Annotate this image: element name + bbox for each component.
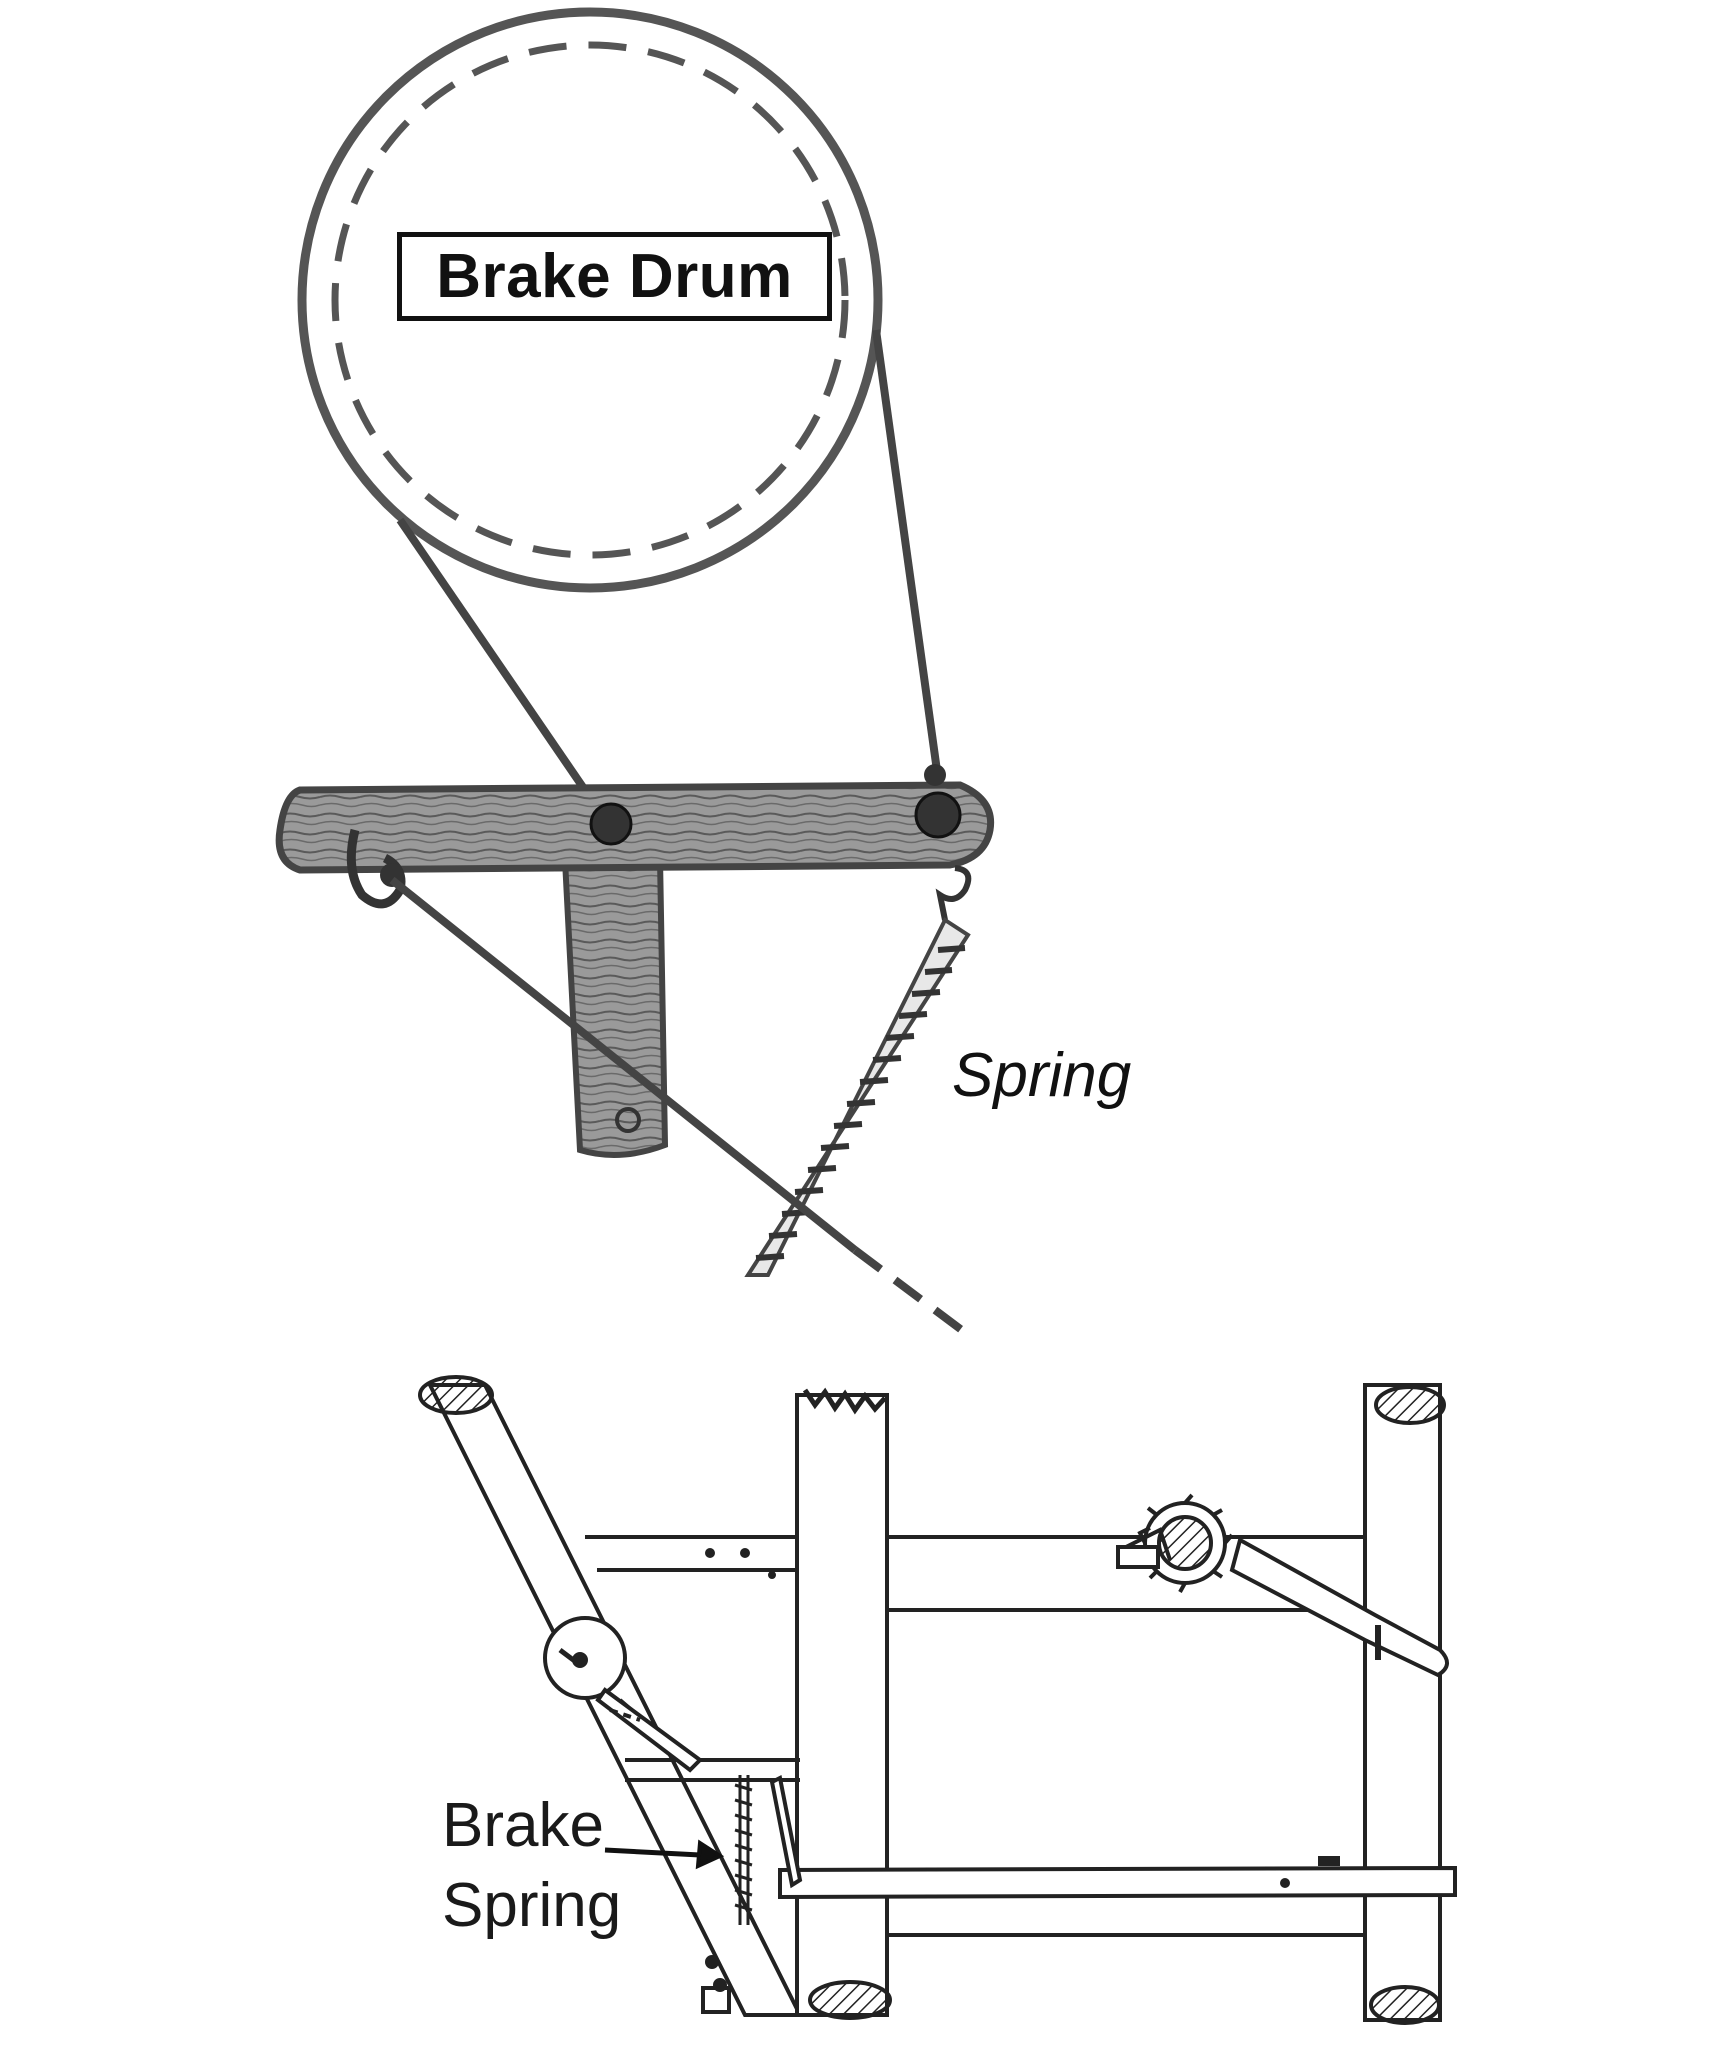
brake-cable-right — [872, 329, 942, 779]
brake-drum-label: Brake Drum — [397, 232, 832, 321]
lever-post — [561, 854, 669, 1158]
brake-cable-left — [396, 517, 606, 818]
loom-frame — [418, 1375, 1457, 2025]
brake-spring-arrow — [695, 1839, 725, 1870]
middle-post — [795, 1393, 889, 2017]
spring-label: Spring — [952, 1041, 1132, 1110]
brake-cable-dashed — [852, 1246, 978, 1344]
brake-lever-bar — [275, 781, 995, 874]
brake-drum-dashed-circle — [331, 41, 849, 559]
brake-spring-label-line1: Brake — [442, 1791, 604, 1860]
spring-coil — [744, 917, 971, 1277]
brake-spring-coil — [734, 1775, 753, 1925]
brake-cable-down — [389, 876, 858, 1254]
ratchet-wheel — [1116, 1493, 1234, 1593]
brake-drum-detail — [275, 7, 995, 1344]
ratchet-handle — [1229, 1537, 1449, 1678]
brake-spring-label-line2: Spring — [442, 1871, 622, 1940]
lower-bar — [778, 1865, 1457, 1900]
spring-hook — [935, 865, 972, 921]
brake-spring-label: Brake Spring — [442, 1786, 621, 1946]
right-post — [1363, 1383, 1442, 2022]
brake-drum-outer-circle — [297, 7, 883, 593]
lever-pivot — [589, 802, 633, 846]
spring-coil-turns — [755, 945, 966, 1261]
